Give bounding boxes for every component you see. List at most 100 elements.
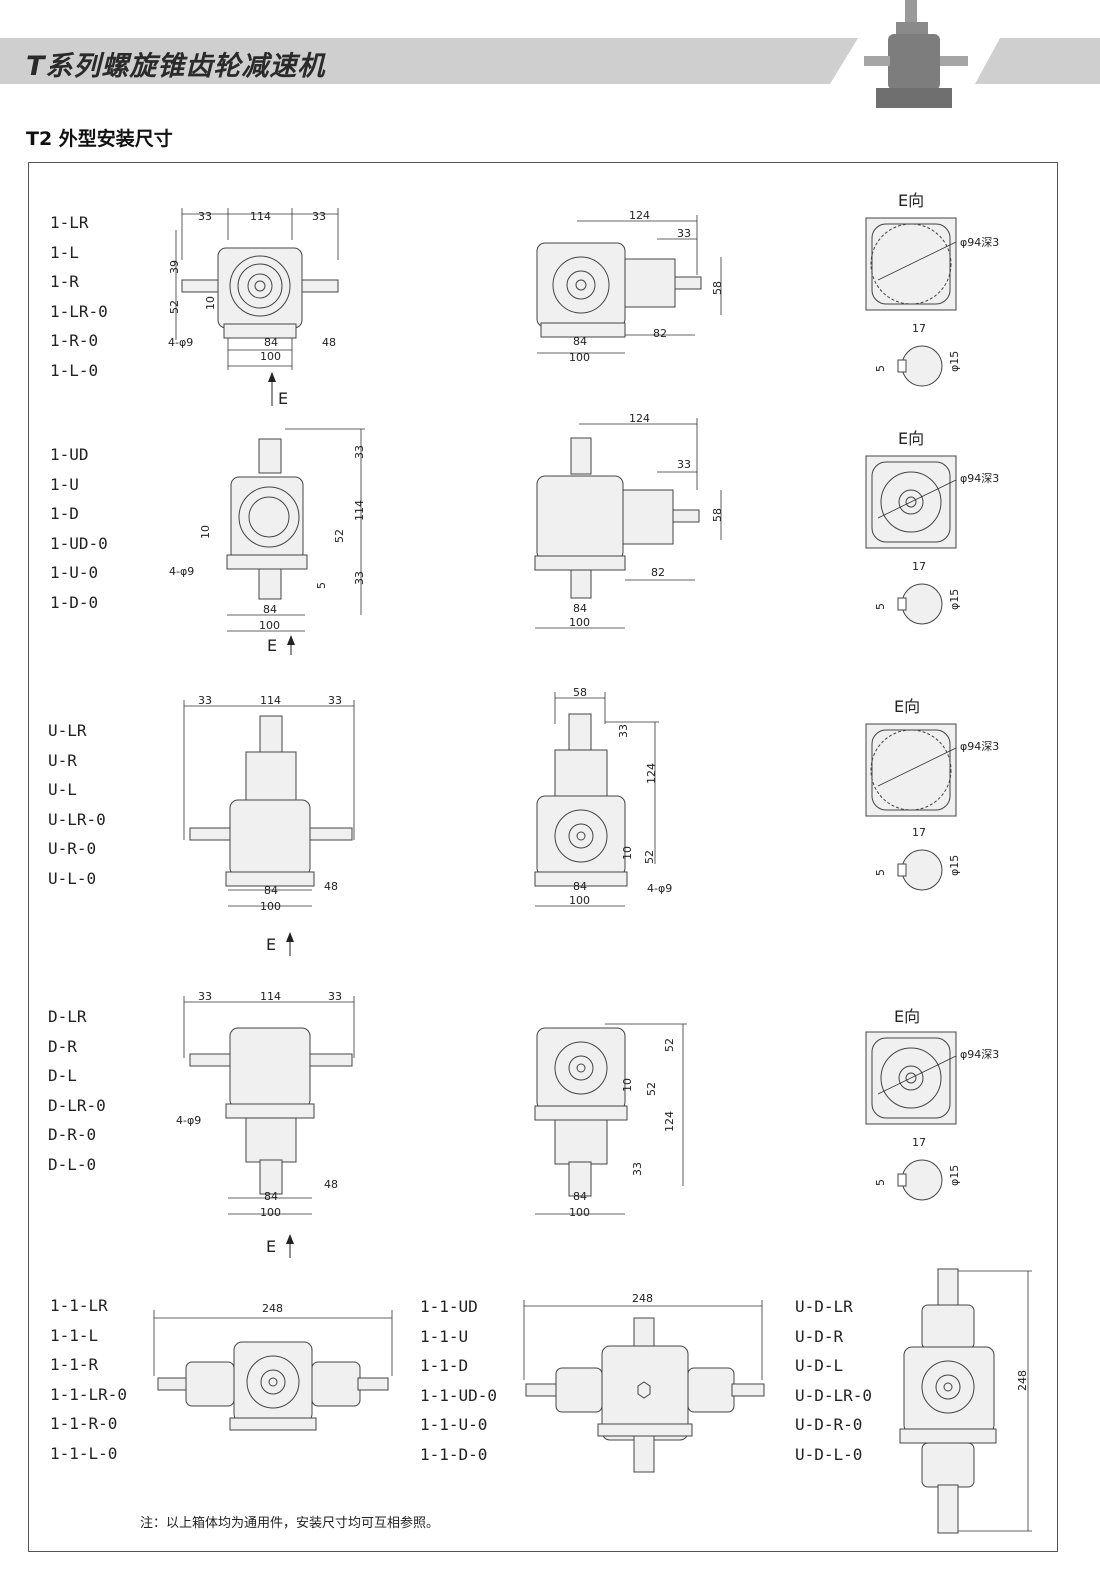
model-code: 1-R bbox=[50, 272, 79, 292]
model-list-row2: 1-UD 1-U 1-D 1-UD-0 1-U-0 1-D-0 bbox=[50, 440, 108, 618]
dim-33-bottom: 33 bbox=[353, 571, 366, 585]
model-code: 1-D-0 bbox=[50, 592, 99, 612]
dim-114: 114 bbox=[260, 990, 281, 1003]
model-code: U-D-R bbox=[795, 1326, 844, 1346]
front-view-row2: 33 114 52 5 33 10 4-φ9 84 100 E bbox=[169, 428, 366, 655]
dim-52: 52 bbox=[168, 300, 181, 314]
dim-82: 82 bbox=[653, 327, 667, 340]
end-view-row4: E向 φ94深3 17 5 φ15 bbox=[865, 1007, 999, 1201]
dim-84: 84 bbox=[264, 1190, 278, 1203]
model-code: D-L-0 bbox=[48, 1154, 97, 1174]
model-list-double-lr: 1-1-LR 1-1-L 1-1-R 1-1-LR-0 1-1-R-0 1-1-… bbox=[50, 1291, 127, 1469]
dim-100: 100 bbox=[569, 616, 590, 629]
key-height: 5 bbox=[874, 365, 887, 372]
model-code: 1-L bbox=[50, 242, 79, 262]
dim-114: 114 bbox=[260, 694, 281, 707]
dim-10: 10 bbox=[621, 846, 634, 860]
front-view-row1: 33 114 33 39 52 10 4-φ9 84 100 48 E bbox=[168, 208, 339, 408]
model-code: 1-UD bbox=[50, 445, 89, 464]
view-arrow-label: E bbox=[266, 1237, 276, 1256]
model-code: U-D-LR-0 bbox=[795, 1385, 873, 1405]
model-code: U-LR bbox=[48, 721, 87, 740]
model-code: 1-UD-0 bbox=[50, 533, 108, 553]
gearbox-product-image bbox=[864, 0, 968, 108]
model-code: 1-1-UD bbox=[420, 1297, 478, 1316]
side-view-row4: 52 10 52 124 33 84 100 bbox=[534, 1023, 687, 1219]
view-arrow-label: E bbox=[278, 389, 288, 408]
key-height: 5 bbox=[874, 603, 887, 610]
model-code: D-R bbox=[48, 1036, 77, 1056]
dim-52: 52 bbox=[333, 529, 346, 543]
model-code: 1-R-0 bbox=[50, 331, 99, 351]
header-banner bbox=[0, 38, 1100, 84]
holes-label: 4-φ9 bbox=[168, 336, 193, 349]
dim-33: 33 bbox=[677, 227, 691, 240]
dim-33-right: 33 bbox=[328, 694, 342, 707]
drawing-frame bbox=[28, 162, 1058, 1552]
dim-48: 48 bbox=[324, 880, 338, 893]
flange-spec: φ94深3 bbox=[960, 236, 999, 249]
view-arrow-label: E bbox=[267, 636, 277, 655]
model-list-double-ud-lr: U-D-LR U-D-R U-D-L U-D-LR-0 U-D-R-0 U-D-… bbox=[795, 1292, 872, 1470]
dim-10: 10 bbox=[199, 525, 212, 539]
dim-124: 124 bbox=[629, 412, 650, 425]
model-code: 1-L-0 bbox=[50, 360, 99, 380]
holes-label: 4-φ9 bbox=[169, 565, 194, 578]
dim-100: 100 bbox=[569, 1206, 590, 1219]
model-code: 1-1-LR-0 bbox=[50, 1384, 128, 1404]
side-view-row2: 124 33 58 84 100 82 bbox=[534, 412, 724, 629]
model-code: U-D-R-0 bbox=[795, 1415, 863, 1435]
dim-248: 248 bbox=[1016, 1370, 1029, 1391]
dim-33-right: 33 bbox=[312, 210, 326, 223]
shaft-diameter: φ15 bbox=[948, 351, 961, 372]
dim-84: 84 bbox=[264, 884, 278, 897]
end-view-row3: E向 φ94深3 17 5 φ15 bbox=[865, 697, 999, 891]
dim-114: 114 bbox=[250, 210, 271, 223]
model-code: D-LR bbox=[48, 1007, 87, 1026]
model-code: 1-1-LR bbox=[50, 1296, 108, 1315]
footnote: 注：以上箱体均为通用件，安装尺寸均可互相参照。 bbox=[140, 1516, 440, 1531]
dim-84: 84 bbox=[263, 603, 277, 616]
front-view-row4: 33 114 33 4-φ9 84 100 48 E bbox=[176, 990, 355, 1258]
model-list-row4: D-LR D-R D-L D-LR-0 D-R-0 D-L-0 bbox=[48, 1002, 106, 1180]
dim-58: 58 bbox=[711, 508, 724, 522]
dim-100: 100 bbox=[569, 894, 590, 907]
model-code: 1-1-U-0 bbox=[420, 1415, 488, 1435]
double-lr-view: 248 bbox=[153, 1302, 393, 1431]
side-view-row1: 124 33 58 84 100 82 bbox=[536, 209, 724, 364]
dim-5: 5 bbox=[315, 582, 328, 589]
dim-100: 100 bbox=[569, 351, 590, 364]
holes-label: 4-φ9 bbox=[647, 882, 672, 895]
front-view-row3: 33 114 33 84 100 48 E bbox=[183, 694, 355, 956]
shaft-diameter: φ15 bbox=[948, 589, 961, 610]
dim-10: 10 bbox=[204, 296, 217, 310]
shaft-diameter: φ15 bbox=[948, 1165, 961, 1186]
dim-100: 100 bbox=[259, 619, 280, 632]
model-code: D-L bbox=[48, 1066, 77, 1086]
model-code: 1-1-D bbox=[420, 1356, 469, 1376]
model-code: U-D-L-0 bbox=[795, 1444, 863, 1464]
model-code: 1-1-L bbox=[50, 1325, 99, 1345]
model-list-double-ud: 1-1-UD 1-1-U 1-1-D 1-1-UD-0 1-1-U-0 1-1-… bbox=[420, 1292, 497, 1470]
dim-48: 48 bbox=[322, 336, 336, 349]
model-code: 1-1-R bbox=[50, 1355, 99, 1375]
end-view-title: E向 bbox=[894, 1007, 920, 1026]
view-arrow-label: E bbox=[266, 935, 276, 954]
model-code: D-R-0 bbox=[48, 1125, 97, 1145]
holes-label: 4-φ9 bbox=[176, 1114, 201, 1127]
dim-82: 82 bbox=[651, 566, 665, 579]
key-width: 17 bbox=[912, 826, 926, 839]
dim-124: 124 bbox=[663, 1111, 676, 1132]
model-code: 1-1-UD-0 bbox=[420, 1385, 498, 1405]
dim-52: 52 bbox=[643, 850, 656, 864]
dim-100: 100 bbox=[260, 900, 281, 913]
model-code: 1-LR-0 bbox=[50, 301, 108, 321]
model-code: U-L bbox=[48, 780, 77, 800]
model-code: 1-LR bbox=[50, 213, 89, 232]
dim-33-left: 33 bbox=[198, 210, 212, 223]
flange-spec: φ94深3 bbox=[960, 740, 999, 753]
end-view-title: E向 bbox=[898, 191, 924, 210]
dim-84: 84 bbox=[573, 1190, 587, 1203]
model-code: 1-1-L-0 bbox=[50, 1443, 118, 1463]
model-code: 1-1-R-0 bbox=[50, 1414, 118, 1434]
